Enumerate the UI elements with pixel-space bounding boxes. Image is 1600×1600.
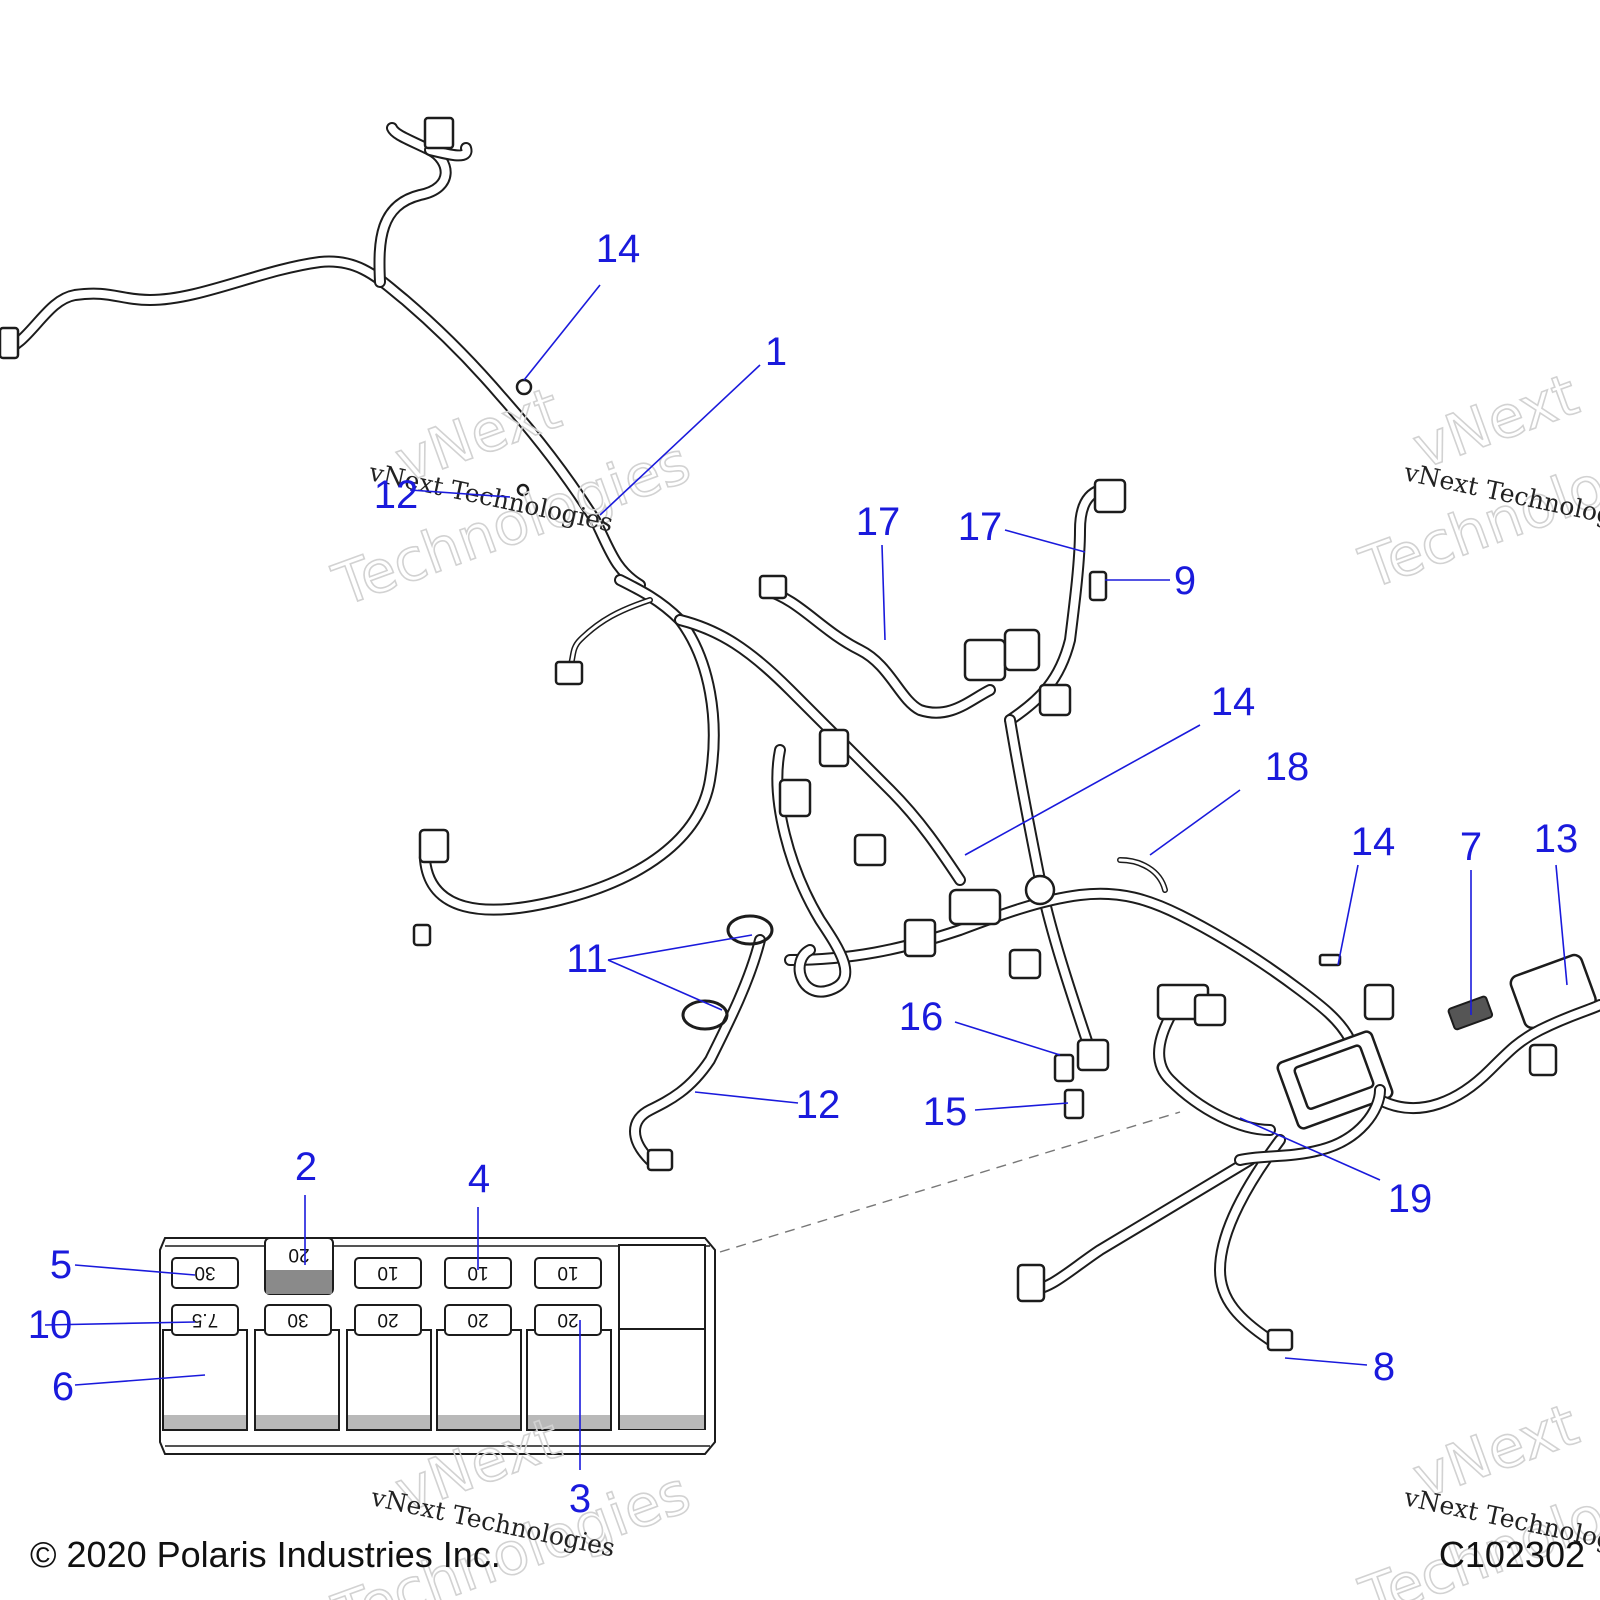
fuse-top-1: 30: [171, 1257, 239, 1289]
callout-16: 16: [899, 995, 944, 1039]
callout-17: 17: [958, 505, 1003, 549]
callout-5: 5: [50, 1243, 72, 1287]
callout-19: 19: [1388, 1177, 1433, 1221]
fuse-box-detail: 30 20 10 10 10 7.5: [159, 1111, 1181, 1455]
wire-harness-drawing: [0, 116, 1600, 1352]
fuse-rating: 10: [557, 1262, 578, 1283]
fuse-rating: 20: [557, 1309, 578, 1330]
fuse-bottom-1: 7.5: [171, 1304, 239, 1336]
fuse-rating: 30: [287, 1309, 308, 1330]
fuse-rating: 20: [467, 1309, 488, 1330]
fuse-top-3: 10: [354, 1257, 422, 1289]
callout-6: 6: [52, 1365, 74, 1409]
fuse-bottom-3: 20: [354, 1304, 422, 1336]
callout-15: 15: [923, 1090, 968, 1134]
fuse-row-bottom: 7.5 30 20 20 20: [171, 1304, 602, 1336]
relay-row: [162, 1244, 706, 1431]
fuse-rating: 30: [194, 1262, 215, 1283]
callout-17: 17: [856, 500, 901, 544]
fuse-bottom-2: 30: [264, 1304, 332, 1336]
fuse-row-top: 30 20 10 10 10: [171, 1237, 602, 1295]
fuse-bottom-4: 20: [444, 1304, 512, 1336]
fuse-top-4: 10: [444, 1257, 512, 1289]
callout-11: 11: [566, 937, 608, 981]
fuse-rating: 10: [467, 1262, 488, 1283]
callout-9: 9: [1174, 559, 1196, 603]
callout-1: 1: [765, 330, 787, 374]
callout-10: 10: [28, 1303, 73, 1347]
fuse-rating: 20: [377, 1309, 398, 1330]
callout-leaders: [44, 284, 1568, 1470]
callout-14: 14: [1211, 680, 1256, 724]
callout-3: 3: [569, 1477, 591, 1521]
callout-14: 14: [1351, 820, 1396, 864]
detail-leader-line: [719, 1111, 1181, 1253]
callout-18: 18: [1265, 745, 1310, 789]
fuse-top-2: 20: [264, 1237, 334, 1295]
callout-12: 12: [374, 473, 419, 517]
callout-7: 7: [1460, 825, 1482, 869]
callout-labels: 14 1 12 17 17 9 14 18 14 7 13 11 16 12 1…: [28, 227, 1579, 1521]
callout-8: 8: [1373, 1345, 1395, 1389]
fuse-top-5: 10: [534, 1257, 602, 1289]
callout-2: 2: [295, 1145, 317, 1189]
fuse-rating: 7.5: [192, 1309, 218, 1330]
fuse-bottom-5: 20: [534, 1304, 602, 1336]
callout-4: 4: [468, 1157, 490, 1201]
callout-13: 13: [1534, 817, 1579, 861]
fuse-rating: 10: [377, 1262, 398, 1283]
figure-code: C102302: [1439, 1534, 1585, 1575]
copyright-notice: © 2020 Polaris Industries Inc.: [30, 1534, 501, 1575]
callout-14: 14: [596, 227, 641, 271]
callout-12: 12: [796, 1083, 841, 1127]
fuse-rating: 20: [288, 1244, 309, 1265]
